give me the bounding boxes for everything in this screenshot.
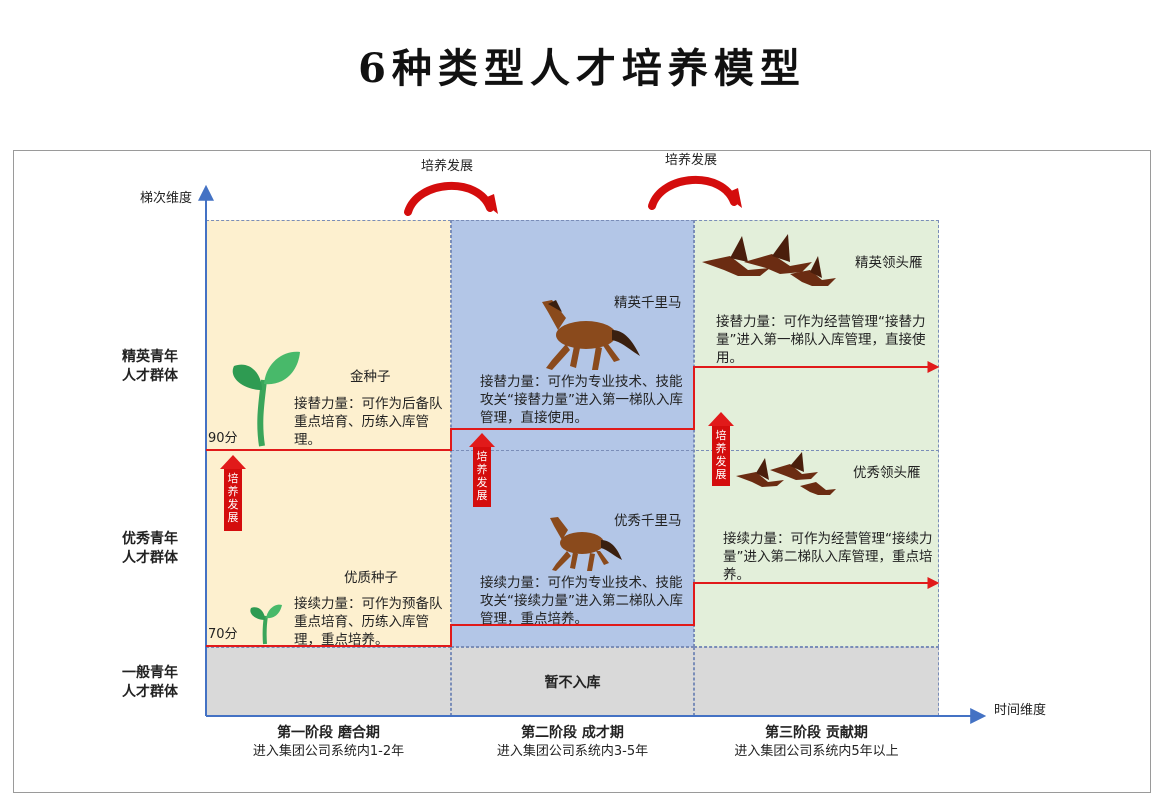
cell-name-good-goose: 优秀领头雁: [853, 465, 921, 481]
stage-label-3: 第三阶段 贡献期 进入集团公司系统内5年以上: [734, 725, 899, 759]
cell-desc-elite-goose: 接替力量：可作为经营管理“接替力量”进入第一梯队入库管理，直接使用。: [716, 314, 926, 366]
up-arrow-2: 培养发展: [469, 433, 495, 507]
cell-general-stage3: [694, 647, 939, 716]
cell-stage3-upper: [694, 220, 939, 647]
row-label-general: 一般青年人才群体: [122, 665, 178, 700]
row-label-elite: 精英青年人才群体: [122, 349, 178, 384]
geese-icon: [702, 234, 836, 286]
cell-name-good-horse: 优秀千里马: [614, 513, 682, 529]
cell-name-elite-goose: 精英领头雁: [855, 255, 923, 271]
cell-general-stage2: [451, 647, 694, 716]
cell-desc-good-horse: 接续力量：可作为专业技术、技能攻关“接续力量”进入第二梯队入库管理，重点培养。: [480, 575, 683, 627]
row-label-good: 优秀青年人才群体: [122, 531, 178, 566]
page-title: 6种类型人才培养模型: [358, 45, 806, 92]
cell-desc-elite-horse: 接替力量：可作为专业技术、技能攻关“接替力量”进入第一梯队入库管理，直接使用。: [480, 374, 683, 426]
up-arrow-3: 培养发展: [708, 412, 734, 486]
y-axis-label: 梯次维度: [140, 191, 193, 206]
elite-threshold-line: [206, 361, 940, 451]
general-not-stored-label: 暂不入库: [544, 675, 601, 691]
cell-desc-gold-seed: 接替力量：可作为后备队重点培育、历练入库管理。: [294, 396, 443, 448]
sprout-small-icon: [250, 604, 282, 645]
threshold-90: 90分: [208, 431, 238, 446]
diagram-frame: [13, 150, 1151, 793]
cell-name-elite-horse: 精英千里马: [614, 295, 682, 311]
sprout-large-icon: [232, 351, 300, 447]
cell-name-gold-seed: 金种子: [350, 369, 391, 385]
curved-arrow-icon: [404, 182, 498, 216]
row-divider: [206, 450, 939, 451]
curved-arrow-icon: [648, 176, 742, 210]
cell-general-stage1: [206, 647, 451, 716]
horse-icon: [542, 300, 640, 370]
top-arrow-label-1: 培养发展: [421, 159, 474, 174]
geese-icon: [736, 452, 836, 495]
threshold-70: 70分: [208, 627, 238, 642]
horse-icon: [550, 517, 622, 571]
good-threshold-line: [206, 577, 940, 647]
cell-stage1-upper: [206, 220, 451, 647]
cell-desc-quality-seed: 接续力量：可作为预备队重点培育、历练入库管理，重点培养。: [294, 596, 443, 648]
x-axis-label: 时间维度: [994, 703, 1047, 718]
cell-name-quality-seed: 优质种子: [344, 570, 398, 586]
stage-label-2: 第二阶段 成才期 进入集团公司系统内3-5年: [496, 725, 649, 759]
top-arrow-label-2: 培养发展: [665, 153, 718, 168]
stage-label-1: 第一阶段 磨合期 进入集团公司系统内1-2年: [252, 725, 405, 759]
cell-desc-good-goose: 接续力量：可作为经营管理“接续力量”进入第二梯队入库管理，重点培养。: [723, 531, 933, 583]
up-arrow-1: 培养发展: [220, 455, 246, 531]
